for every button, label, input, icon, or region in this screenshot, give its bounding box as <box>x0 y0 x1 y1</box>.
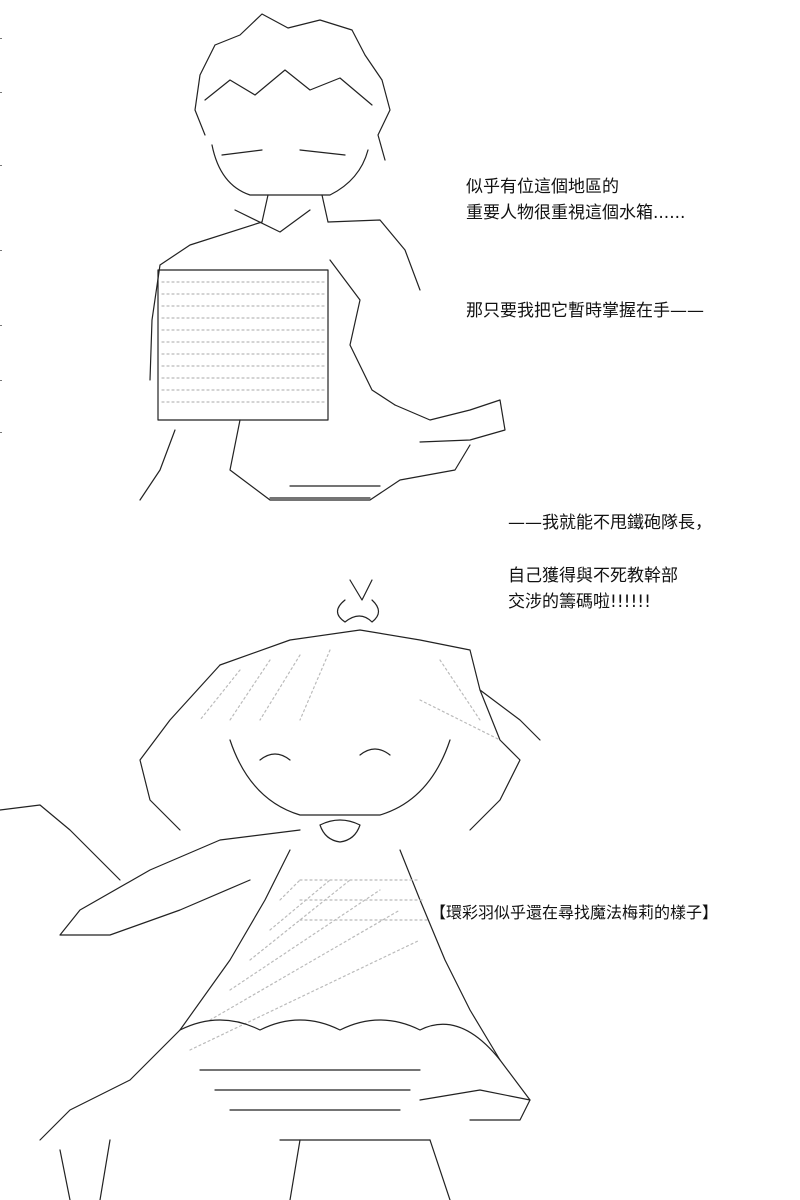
shoulders <box>149 219 421 381</box>
right-hand <box>394 399 506 443</box>
hair-strands <box>204 69 373 106</box>
dialogue-line-1: 似乎有位這個地區的 <box>466 177 619 197</box>
hair-left <box>139 664 221 831</box>
right-arm <box>329 259 396 406</box>
ribbon-top <box>336 579 380 623</box>
skirt-lower <box>199 1069 431 1141</box>
right-hand-girl <box>419 1089 531 1121</box>
face-girl <box>229 739 451 816</box>
eyes <box>221 149 346 156</box>
edge-mark <box>0 92 2 93</box>
collar <box>234 209 311 233</box>
dialogue-line-2: 重要人物很重視這個水箱...... <box>466 203 686 223</box>
dialogue-line-3: 那只要我把它暫時掌握在手—— <box>466 301 704 321</box>
hat-brim <box>219 629 541 741</box>
base-lines <box>269 485 381 499</box>
hair-outline <box>194 13 391 161</box>
edge-mark <box>0 38 2 39</box>
hair-texture <box>199 649 501 741</box>
edge-mark <box>0 380 2 381</box>
edge-mark <box>0 250 2 251</box>
leg-girl <box>59 1139 451 1200</box>
legs <box>139 419 471 501</box>
dress-hatching <box>189 879 431 1051</box>
edge-mark <box>0 165 2 166</box>
tank-stripes <box>161 281 325 403</box>
face-outline <box>211 144 369 196</box>
collar-bell <box>319 819 361 843</box>
dialogue-line-4: ——我就能不甩鐵砲隊長， <box>508 513 712 533</box>
neck <box>261 194 329 223</box>
edge-mark <box>0 432 2 433</box>
hair-right <box>469 689 521 831</box>
tank-box <box>157 269 329 421</box>
caption-text: 【環彩羽似乎還在尋找魔法梅莉的樣子】 <box>430 903 719 922</box>
dress-outline <box>39 849 531 1141</box>
cat-tail <box>0 804 121 881</box>
dress-frills <box>179 1019 501 1061</box>
dialogue-line-5: 自己獲得與不死教幹部 <box>508 566 678 586</box>
dialogue-line-6: 交涉的籌碼啦!!!!!! <box>508 592 651 612</box>
girl-eyes <box>259 748 391 761</box>
left-arm <box>59 829 301 936</box>
edge-mark <box>0 325 2 326</box>
